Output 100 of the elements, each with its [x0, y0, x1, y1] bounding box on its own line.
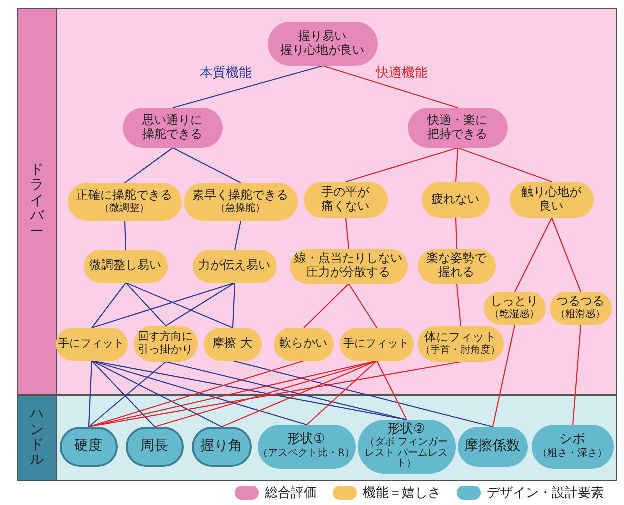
node-sublabel: （粗滑感） [556, 309, 606, 321]
node-label: 楽な姿勢で握れる [426, 252, 486, 280]
function-node [340, 328, 414, 360]
node-label: 体にフィット [424, 330, 496, 344]
node-sublabel: （ダボ フィンガーレスト パームレスト） [364, 438, 450, 470]
design-element-node [358, 420, 456, 474]
function-node [134, 326, 198, 362]
connector-line [234, 220, 242, 250]
connector-line [306, 360, 378, 426]
connector-line [572, 324, 582, 426]
node-label: 摩擦 大 [212, 337, 252, 351]
function-node [550, 292, 612, 324]
node-label: 疲れない [432, 192, 480, 206]
connector-line [514, 218, 552, 292]
function-node [192, 250, 276, 282]
connector-line [172, 148, 242, 184]
connector-line [304, 284, 350, 328]
lane-title: ハンドル [30, 407, 44, 469]
node-label: 線・点当たりしない圧力が分散する [294, 252, 402, 280]
node-label: 形状② [388, 423, 426, 438]
connector-line [551, 218, 582, 292]
connector-line [88, 362, 166, 428]
node-sublabel: （急操舵） [216, 202, 266, 214]
connector-line [166, 282, 236, 326]
connector-line [455, 218, 458, 250]
connector-line [456, 284, 462, 326]
function-node [290, 248, 408, 284]
function-node [204, 328, 262, 360]
legend-label: デザイン・設計要素 [487, 485, 604, 502]
swimlane-band [17, 395, 617, 481]
node-label: 手の平が痛くない [322, 186, 370, 214]
connector-line [172, 65, 324, 109]
connector-line [88, 361, 462, 428]
node-sublabel: （手首・肘角度） [420, 344, 500, 356]
connector-line [166, 361, 408, 421]
node-label: 軟らかい [280, 337, 328, 351]
function-node [304, 182, 388, 218]
node-label: 手にフィット [58, 338, 124, 350]
connector-line [345, 218, 350, 250]
swimlane-band [17, 8, 617, 395]
node-label: 正確に操舵できる [76, 188, 172, 202]
node-sublabel: （粗さ・深さ） [538, 448, 608, 460]
node-label: 周長 [140, 438, 168, 455]
function-node [84, 250, 168, 282]
connector-line [92, 360, 222, 428]
connector-line [458, 147, 552, 183]
connector-line [92, 360, 156, 428]
function-node [184, 182, 298, 220]
function-node [274, 328, 334, 360]
node-sublabel: （アスペクト比・R） [258, 448, 355, 460]
edge-label: 本質機能 [200, 65, 252, 82]
node-label: 形状① [288, 433, 326, 448]
node-label: 触り心地が良い [522, 186, 582, 214]
connector-line [455, 148, 459, 182]
connector-line [376, 360, 408, 420]
design-element-node [192, 426, 252, 466]
node-label: 硬度 [74, 438, 102, 455]
connector-line [92, 282, 126, 328]
node-label: 握り易い握り心地が良い [280, 30, 364, 58]
node-label: 力が伝え易い [198, 259, 270, 273]
node-label: 回す方向に引っ掛かり [138, 330, 193, 356]
node-label: 素早く操舵できる [192, 188, 288, 202]
node-label: 手にフィット [344, 338, 410, 350]
design-element-node [532, 424, 614, 468]
evaluation-node [122, 108, 222, 148]
legend-label: 機能＝嬉しさ [363, 485, 441, 502]
function-node [418, 248, 496, 284]
function-node [418, 326, 504, 362]
node-label: 快適・楽に把持できる [428, 114, 488, 142]
function-node [510, 182, 594, 218]
design-element-node [258, 424, 356, 468]
node-label: 微調整し易い [90, 259, 162, 273]
edge-label: 快適機能 [376, 65, 428, 82]
evaluation-node [268, 22, 378, 66]
node-label: つるつる [556, 295, 604, 308]
node-label: 握り角 [200, 438, 242, 455]
design-element-node [458, 426, 528, 466]
function-node [484, 292, 546, 324]
connector-line [232, 282, 236, 328]
evaluation-node [408, 108, 508, 148]
connector-line [124, 148, 174, 184]
node-label: 摩擦係数 [464, 438, 520, 455]
connector-line [492, 324, 516, 428]
connector-line [348, 284, 378, 328]
node-label: シボ [560, 433, 586, 448]
lane-title: ドライバー [30, 163, 44, 240]
connector-line [346, 147, 458, 183]
legend-label: 総合評価 [265, 485, 317, 502]
connector-line [126, 282, 166, 326]
connector-line [92, 282, 236, 329]
connector-line [126, 282, 234, 328]
node-label: 思い通りに操舵できる [142, 114, 202, 142]
function-node [56, 328, 128, 360]
connector-line [322, 65, 458, 109]
connector-line [124, 220, 127, 250]
function-node [422, 182, 490, 218]
connector-line [232, 360, 494, 428]
function-node [68, 182, 182, 220]
connector-line [88, 360, 93, 428]
node-sublabel: （乾湿感） [490, 309, 540, 321]
